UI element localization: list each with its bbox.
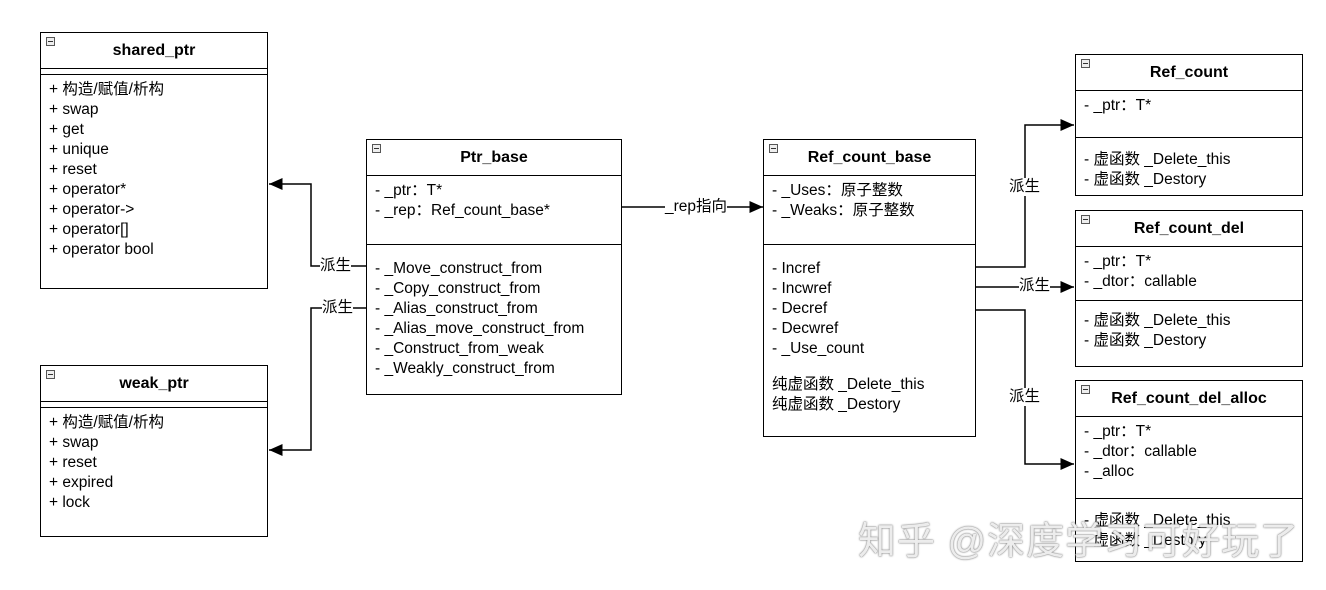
class-weak-ptr[interactable]: weak_ptr + 构造/赋值/析构 + swap + reset + exp… xyxy=(40,365,268,537)
class-name: shared_ptr xyxy=(112,42,196,59)
attribute: - _Weaks：原子整数 xyxy=(772,202,915,219)
method: - 虚函数 _Destory xyxy=(1084,171,1207,188)
method: + operator bool xyxy=(49,241,154,258)
method: - 虚函数 _Delete_this xyxy=(1084,512,1231,529)
attribute: - _dtor：callable xyxy=(1084,273,1197,290)
method: - 虚函数 _Delete_this xyxy=(1084,151,1231,168)
method: - _Weakly_construct_from xyxy=(375,360,555,377)
class-ref-count[interactable]: Ref_count - _ptr：T* - 虚函数 _Delete_this -… xyxy=(1075,54,1303,196)
methods-section: - 虚函数 _Delete_this - 虚函数 _Destory xyxy=(1076,138,1302,195)
method: + operator* xyxy=(49,181,127,198)
class-shared-ptr[interactable]: shared_ptr + 构造/赋值/析构 + swap + get + uni… xyxy=(40,32,268,289)
class-ref-count-del-alloc[interactable]: Ref_count_del_alloc - _ptr：T* - _dtor：ca… xyxy=(1075,380,1303,562)
method: - _Alias_move_construct_from xyxy=(375,320,585,337)
attributes-section: - _ptr：T* xyxy=(1076,91,1302,138)
method: - Decref xyxy=(772,300,828,317)
methods-section: - Incref - Incwref - Decref - Decwref - … xyxy=(764,245,975,420)
attribute: - _rep：Ref_count_base* xyxy=(375,202,550,219)
edge-ptrbase-to-weak-ptr xyxy=(269,307,366,456)
methods-section: + 构造/赋值/析构 + swap + get + unique + reset… xyxy=(41,75,267,265)
attributes-section: - _Uses：原子整数 - _Weaks：原子整数 xyxy=(764,176,975,245)
attributes-section xyxy=(41,402,267,408)
method: - _Alias_construct_from xyxy=(375,300,538,317)
collapse-icon[interactable] xyxy=(1081,385,1090,394)
attribute: - _dtor：callable xyxy=(1084,443,1197,460)
methods-section: - 虚函数 _Delete_this - 虚函数 _Destory xyxy=(1076,301,1302,356)
edge-to-ref-count-del-alloc xyxy=(976,309,1074,470)
attribute: - _ptr：T* xyxy=(1084,423,1152,440)
method: - 虚函数 _Destory xyxy=(1084,332,1207,349)
class-ref-count-base[interactable]: Ref_count_base - _Uses：原子整数 - _Weaks：原子整… xyxy=(763,139,976,437)
attributes-section: - _ptr：T* - _dtor：callable xyxy=(1076,247,1302,301)
method: - 虚函数 _Destory xyxy=(1084,532,1207,549)
method: + expired xyxy=(49,474,114,491)
method: - _Construct_from_weak xyxy=(375,340,544,357)
method: + 构造/赋值/析构 xyxy=(49,414,164,431)
method: + swap xyxy=(49,101,99,118)
collapse-icon[interactable] xyxy=(1081,59,1090,68)
method: - _Move_construct_from xyxy=(375,260,543,277)
method: - Incref xyxy=(772,260,821,277)
method: + swap xyxy=(49,434,99,451)
method: + reset xyxy=(49,454,97,471)
methods-section: + 构造/赋值/析构 + swap + reset + expired + lo… xyxy=(41,408,267,518)
derive-label: 派生 xyxy=(1009,388,1041,406)
collapse-icon[interactable] xyxy=(372,144,381,153)
derive-label: 派生 xyxy=(1009,178,1041,196)
class-name: weak_ptr xyxy=(119,375,189,392)
class-name: Ptr_base xyxy=(460,149,528,166)
method: - Decwref xyxy=(772,320,839,337)
method: - _Copy_construct_from xyxy=(375,280,541,297)
attributes-section xyxy=(41,69,267,75)
attribute: - _Uses：原子整数 xyxy=(772,182,903,199)
method: + get xyxy=(49,121,84,138)
class-name: Ref_count_del xyxy=(1133,220,1245,237)
method: + operator-> xyxy=(49,201,135,218)
class-ptr-base[interactable]: Ptr_base - _ptr：T* - _rep：Ref_count_base… xyxy=(366,139,622,395)
class-name: Ref_count xyxy=(1149,64,1229,81)
pure-virtual-method: 纯虚函数 _Delete_this xyxy=(772,376,925,393)
class-name: Ref_count_del_alloc xyxy=(1111,390,1267,407)
derive-label: 派生 xyxy=(1019,277,1051,295)
collapse-icon[interactable] xyxy=(769,144,778,153)
watermark: 知乎 @深度学习可好玩了 xyxy=(858,521,1300,563)
attribute: - _ptr：T* xyxy=(375,182,443,199)
edge-ptrbase-to-shared-ptr xyxy=(269,178,366,267)
method: - _Use_count xyxy=(772,340,865,357)
collapse-icon[interactable] xyxy=(1081,215,1090,224)
class-ref-count-del[interactable]: Ref_count_del - _ptr：T* - _dtor：callable… xyxy=(1075,210,1303,367)
attributes-section: - _ptr：T* - _dtor：callable - _alloc xyxy=(1076,417,1302,499)
rep-pointer-label: _rep指向 xyxy=(665,198,728,216)
method: + reset xyxy=(49,161,97,178)
method: + unique xyxy=(49,141,109,158)
derive-label: 派生 xyxy=(320,257,352,275)
method: + lock xyxy=(49,494,90,511)
method: - 虚函数 _Delete_this xyxy=(1084,312,1231,329)
method: - Incwref xyxy=(772,280,832,297)
class-name: Ref_count_base xyxy=(807,149,932,166)
method: + 构造/赋值/析构 xyxy=(49,81,164,98)
derive-label: 派生 xyxy=(322,299,354,317)
edge-to-ref-count xyxy=(976,119,1074,268)
methods-section: - _Move_construct_from - _Copy_construct… xyxy=(367,245,621,384)
attribute: - _ptr：T* xyxy=(1084,253,1152,270)
attribute: - _alloc xyxy=(1084,463,1134,480)
collapse-icon[interactable] xyxy=(46,37,55,46)
attributes-section: - _ptr：T* - _rep：Ref_count_base* xyxy=(367,176,621,245)
attribute: - _ptr：T* xyxy=(1084,97,1152,114)
method: + operator[] xyxy=(49,221,129,238)
methods-section: - 虚函数 _Delete_this - 虚函数 _Destory xyxy=(1076,499,1302,556)
pure-virtual-method: 纯虚函数 _Destory xyxy=(772,396,901,413)
collapse-icon[interactable] xyxy=(46,370,55,379)
